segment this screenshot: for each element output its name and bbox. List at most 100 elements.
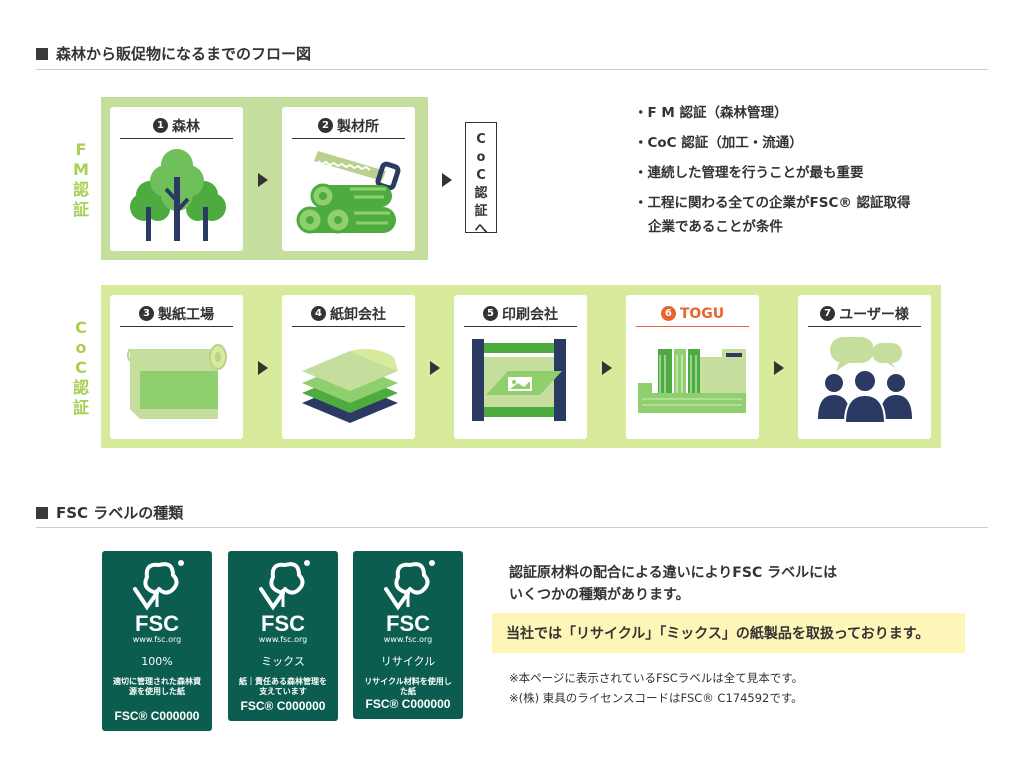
- flow-arrow-icon: [258, 173, 268, 187]
- note-line: ※本ページに表示されているFSCラベルは全て見本です。: [509, 668, 803, 688]
- bullet-text: ・工程に関わる全ての企業がFSC® 認証取得: [634, 195, 911, 211]
- highlight-text: 当社では「リサイクル」「ミックス」の紙製品を取扱っております。: [506, 623, 929, 643]
- fsc-explanation-line: 認証原材料の配合による違いによりFSC ラベルには: [509, 562, 837, 584]
- step-label: 製材所: [337, 116, 379, 136]
- flow-arrow-icon: [774, 361, 784, 375]
- flow-arrow-icon: [602, 361, 612, 375]
- step-title: 4 紙卸会社: [292, 301, 405, 327]
- bullet-item: ・F M 認証（森林管理）: [634, 104, 911, 122]
- fm-label-char: 証: [71, 200, 91, 220]
- step-card-users: 7 ユーザー様: [798, 295, 931, 439]
- certification-bullets: ・F M 認証（森林管理） ・CoC 認証（加工・流通） ・連続した管理を行うこ…: [634, 104, 911, 248]
- factory-icon: [638, 335, 748, 433]
- fm-label-char: M: [71, 160, 91, 180]
- fsc-brand: FSC: [102, 613, 212, 635]
- fsc-code: FSC® C000000: [353, 697, 463, 711]
- coc-certification-box: C o C 認 証 へ: [465, 122, 497, 233]
- fsc-kind: リサイクル: [353, 655, 463, 669]
- fsc-code: FSC® C000000: [102, 709, 212, 723]
- divider: [36, 69, 988, 70]
- bullet-continuation: 企業であることが条件: [634, 218, 911, 236]
- section-title-text: 森林から販促物になるまでのフロー図: [56, 43, 311, 64]
- square-bullet-icon: [36, 48, 48, 60]
- step-title: 6 TOGU: [636, 301, 749, 327]
- step-number: 1: [153, 118, 168, 133]
- step-label-togu: TOGU: [680, 306, 724, 322]
- fsc-description: 適切に管理された森林資源を使用した紙: [102, 677, 212, 697]
- step-number: 6: [661, 306, 676, 321]
- paper-roll-icon: [122, 335, 232, 433]
- fsc-description: 紙｜責任ある森林管理を支えています: [228, 677, 338, 697]
- printer-icon: [466, 335, 576, 433]
- step-label: ユーザー様: [839, 304, 909, 324]
- step-card-togu: 6 TOGU: [626, 295, 759, 439]
- step-label: 紙卸会社: [330, 304, 386, 324]
- lumber-icon: [294, 147, 404, 245]
- step-title: 3 製紙工場: [120, 301, 233, 327]
- coc-box-char: C: [476, 131, 486, 149]
- note-line: ※(株) 東具のライセンスコードはFSC® C174592です。: [509, 688, 803, 708]
- step-number: 4: [311, 306, 326, 321]
- coc-label-char: C: [71, 358, 91, 378]
- fsc-description: リサイクル材料を使用した紙: [353, 677, 463, 697]
- section-title-fsc: FSC ラベルの種類: [36, 502, 183, 523]
- coc-label-char: 認: [71, 378, 91, 398]
- coc-box-char: o: [477, 149, 486, 167]
- users-icon: [810, 335, 920, 433]
- section-title-flow: 森林から販促物になるまでのフロー図: [36, 43, 311, 64]
- bullet-item: ・連続した管理を行うことが最も重要: [634, 164, 911, 182]
- bullet-item: ・工程に関わる全ての企業がFSC® 認証取得企業であることが条件: [634, 194, 911, 236]
- forest-icon: [122, 147, 232, 245]
- fsc-label-100: FSC www.fsc.org 100% 適切に管理された森林資源を使用した紙 …: [102, 551, 212, 731]
- coc-box-char: 証: [474, 203, 487, 221]
- notes: ※本ページに表示されているFSCラベルは全て見本です。 ※(株) 東具のライセン…: [509, 668, 803, 708]
- flow-arrow-icon: [258, 361, 268, 375]
- fsc-code: FSC® C000000: [228, 699, 338, 713]
- coc-box-char: へ: [474, 221, 487, 239]
- fsc-kind: 100%: [102, 655, 212, 669]
- step-number: 5: [483, 306, 498, 321]
- coc-certification-label: C o C 認 証: [71, 318, 91, 418]
- bullet-item: ・CoC 認証（加工・流通）: [634, 134, 911, 152]
- fsc-label-recycled: FSC www.fsc.org リサイクル リサイクル材料を使用した紙 FSC®…: [353, 551, 463, 719]
- step-label: 製紙工場: [158, 304, 214, 324]
- step-label: 森林: [172, 116, 200, 136]
- fm-label-char: 認: [71, 180, 91, 200]
- fsc-brand: FSC: [228, 613, 338, 635]
- fm-label-char: F: [71, 140, 91, 160]
- coc-label-char: C: [71, 318, 91, 338]
- step-title: 5 印刷会社: [464, 301, 577, 327]
- step-card-wholesaler: 4 紙卸会社: [282, 295, 415, 439]
- step-title: 1 森林: [120, 113, 233, 139]
- flow-arrow-icon: [442, 173, 452, 187]
- fsc-kind: ミックス: [228, 655, 338, 669]
- step-card-forest: 1 森林: [110, 107, 243, 251]
- divider: [36, 527, 988, 528]
- step-label: 印刷会社: [502, 304, 558, 324]
- fsc-brand: FSC: [353, 613, 463, 635]
- coc-label-char: o: [71, 338, 91, 358]
- fsc-explanation-line: いくつかの種類があります。: [509, 584, 837, 606]
- fsc-org: www.fsc.org: [353, 635, 463, 645]
- fm-certification-label: F M 認 証: [71, 140, 91, 220]
- square-bullet-icon: [36, 507, 48, 519]
- fsc-org: www.fsc.org: [228, 635, 338, 645]
- flow-arrow-icon: [430, 361, 440, 375]
- paper-stack-icon: [294, 335, 404, 433]
- step-card-paper-mill: 3 製紙工場: [110, 295, 243, 439]
- fsc-tree-logo-icon: [253, 559, 313, 613]
- fsc-label-mix: FSC www.fsc.org ミックス 紙｜責任ある森林管理を支えています F…: [228, 551, 338, 721]
- fsc-tree-logo-icon: [127, 559, 187, 613]
- section-title-text: FSC ラベルの種類: [56, 502, 183, 523]
- step-number: 3: [139, 306, 154, 321]
- coc-label-char: 証: [71, 398, 91, 418]
- fsc-org: www.fsc.org: [102, 635, 212, 645]
- fsc-explanation: 認証原材料の配合による違いによりFSC ラベルには いくつかの種類があります。: [509, 562, 837, 606]
- step-title: 7 ユーザー様: [808, 301, 921, 327]
- step-title: 2 製材所: [292, 113, 405, 139]
- step-card-printer: 5 印刷会社: [454, 295, 587, 439]
- coc-box-char: 認: [474, 185, 487, 203]
- fsc-tree-logo-icon: [378, 559, 438, 613]
- step-card-sawmill: 2 製材所: [282, 107, 415, 251]
- coc-box-char: C: [476, 167, 486, 185]
